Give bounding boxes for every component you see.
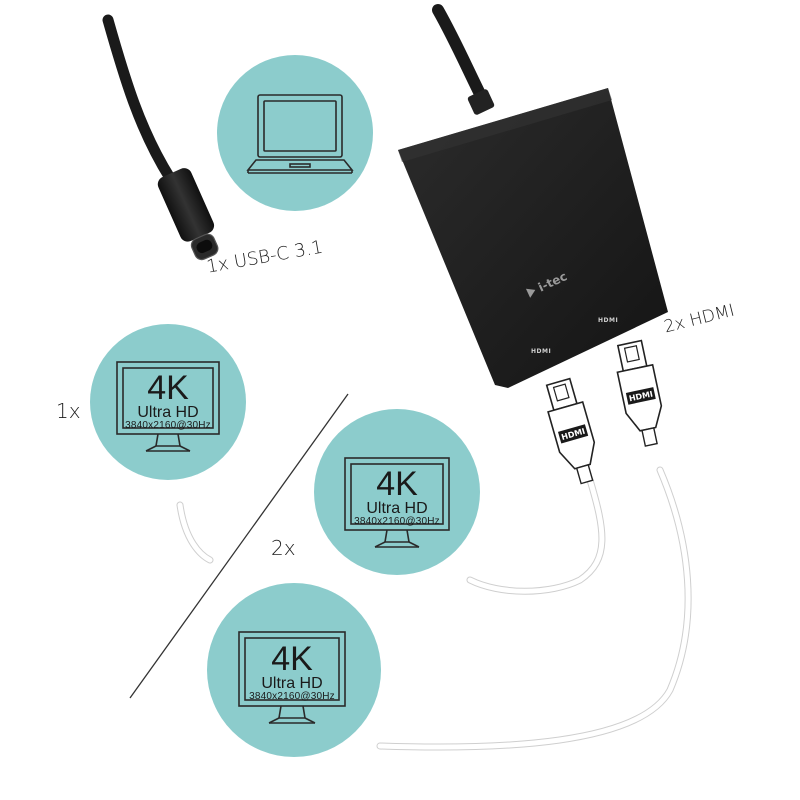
monitor-circle-dual-2 (207, 583, 381, 757)
monitor-ultra-hd: Ultra HD (137, 404, 199, 421)
monitor-dual-1-specs: 4K Ultra HD 3840x2160@30Hz (351, 467, 443, 527)
monitor-circle-dual-1 (314, 409, 480, 575)
white-cables (176, 466, 692, 751)
monitor-resolution-class: 4K (147, 369, 189, 407)
monitor-icon (344, 457, 450, 548)
port-label-right: HDMI (598, 317, 618, 324)
usb-c-cable (102, 14, 219, 261)
usb-c-plug-icon (157, 168, 219, 261)
monitor-ultra-hd: Ultra HD (261, 675, 323, 692)
monitor-icon (238, 631, 346, 724)
monitor-circle-single (90, 324, 246, 480)
device-cable (432, 4, 495, 115)
monitor-resolution-class: 4K (271, 640, 313, 678)
monitor-spec: 3840x2160@30Hz (249, 691, 335, 702)
hdmi-plug-icon: HDMI (616, 339, 663, 447)
laptop-circle (217, 55, 373, 211)
monitor-icon (116, 361, 220, 452)
port-label-left: HDMI (531, 348, 551, 355)
single-monitor-count: 1x (56, 399, 81, 423)
monitor-ultra-hd: Ultra HD (366, 500, 428, 517)
hdmi-plug-icon: HDMI (545, 377, 596, 485)
divider-line (129, 393, 349, 699)
monitor-single-specs: 4K Ultra HD 3840x2160@30Hz (123, 371, 213, 431)
laptop-icon (246, 94, 354, 174)
monitor-spec: 3840x2160@30Hz (125, 420, 211, 431)
monitor-resolution-class: 4K (376, 465, 418, 503)
i-tec-adapter: i-tec HDMI HDMI (398, 88, 668, 388)
monitor-spec: 3840x2160@30Hz (354, 516, 440, 527)
dual-monitor-count: 2x (271, 536, 296, 560)
monitor-dual-2-specs: 4K Ultra HD 3840x2160@30Hz (245, 642, 339, 702)
